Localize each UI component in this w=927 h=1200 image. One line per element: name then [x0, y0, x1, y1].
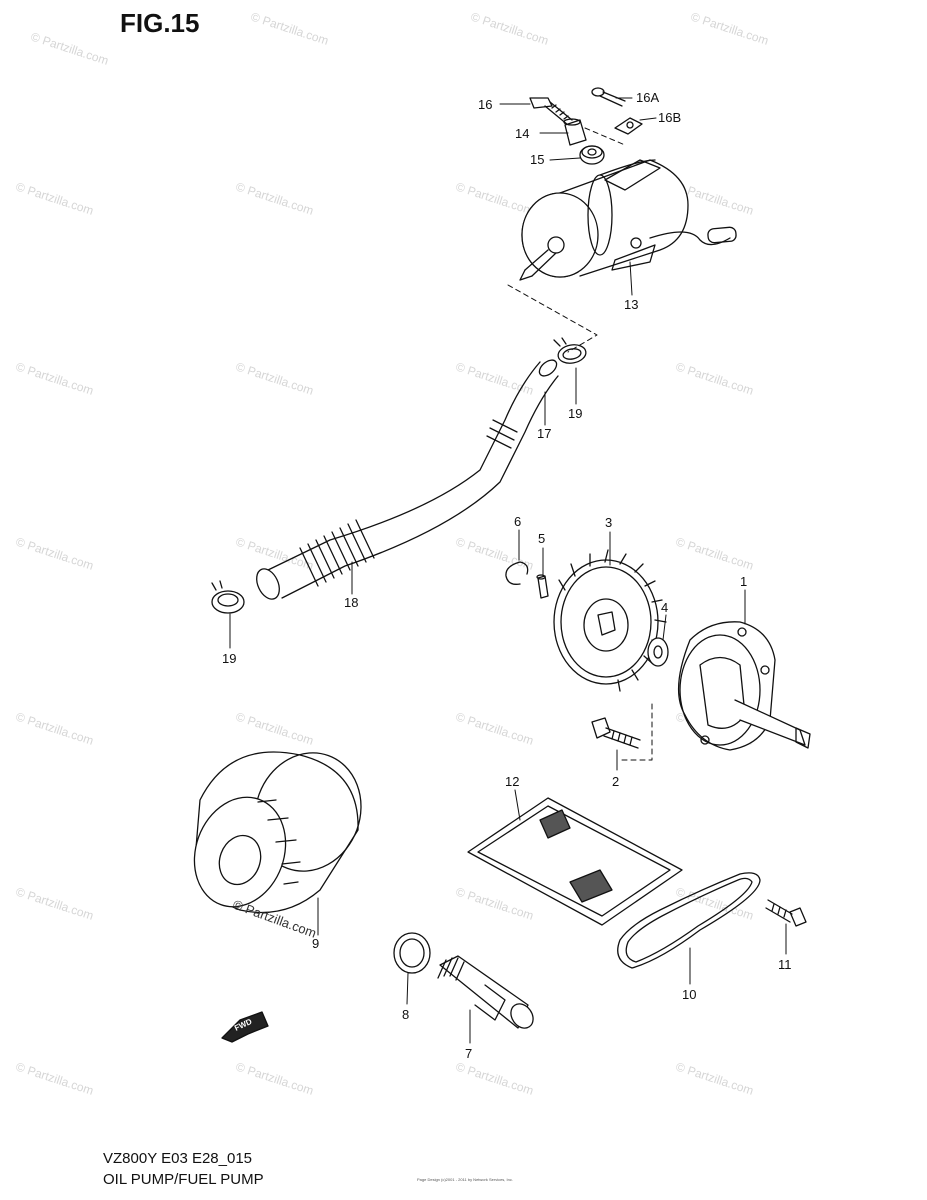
callout-15: 15 — [530, 152, 544, 167]
watermark: © Partzilla.com — [454, 710, 535, 748]
watermark: © Partzilla.com — [234, 1060, 315, 1098]
callout-7: 7 — [465, 1046, 472, 1061]
watermark: © Partzilla.com — [469, 10, 550, 48]
leader-lines — [229, 97, 787, 1044]
watermark: © Partzilla.com — [14, 710, 95, 748]
callout-4: 4 — [661, 600, 668, 615]
watermark: © Partzilla.com — [454, 360, 535, 398]
watermark: © Partzilla.com — [14, 180, 95, 218]
callout-13: 13 — [624, 297, 638, 312]
screw-16a-part — [591, 87, 626, 107]
callout-19-lower: 19 — [222, 651, 236, 666]
callout-5: 5 — [538, 531, 545, 546]
callout-14: 14 — [515, 126, 529, 141]
oil-pump-body-1-part — [677, 621, 811, 751]
oil-filter-9-part — [193, 751, 362, 914]
watermark: © Partzilla.com — [674, 535, 755, 573]
gasket-8-part — [393, 932, 431, 974]
oil-pressure-plug-7-part — [437, 955, 534, 1029]
watermark: © Partzilla.com — [234, 180, 315, 218]
callout-1: 1 — [740, 574, 747, 589]
callout-17: 17 — [537, 426, 551, 441]
watermark: © Partzilla.com — [234, 360, 315, 398]
watermark: © Partzilla.com — [29, 30, 110, 68]
watermark: © Partzilla.com — [454, 885, 535, 923]
oil-strainer-12-part — [467, 797, 683, 926]
pin-5-part — [536, 574, 549, 599]
collar-14-part — [563, 118, 587, 146]
callout-16: 16 — [478, 97, 492, 112]
bolt-2-part — [591, 717, 641, 749]
watermark: © Partzilla.com — [249, 10, 330, 48]
nut-16b-part — [614, 117, 643, 135]
bolt-16-part — [529, 97, 573, 126]
watermark: © Partzilla.com — [14, 360, 95, 398]
callout-6: 6 — [514, 514, 521, 529]
washer-4-part — [647, 637, 669, 667]
callout-11: 11 — [778, 957, 792, 972]
callout-labels: 1 2 3 4 5 6 7 8 9 10 11 12 13 14 15 16 1… — [222, 90, 792, 1061]
watermark: © Partzilla.com — [14, 1060, 95, 1098]
page-credit: Page Design (c)2001 - 2011 by Network Se… — [417, 1177, 513, 1182]
circlip-6-part — [505, 561, 529, 585]
watermark: © Partzilla.com — [674, 1060, 755, 1098]
fuel-pump-part — [519, 159, 737, 281]
model-code: VZ800Y E03 E28_015 — [103, 1150, 253, 1167]
watermark: © Partzilla.com — [14, 535, 95, 573]
callout-10: 10 — [682, 987, 696, 1002]
callout-8: 8 — [402, 1007, 409, 1022]
callout-19-upper: 19 — [568, 406, 582, 421]
grommet-15-part — [579, 145, 605, 165]
watermark: © Partzilla.com — [454, 1060, 535, 1098]
oil-pump-gear-3-part — [553, 549, 667, 692]
callout-16a: 16A — [636, 90, 659, 105]
watermark: © Partzilla.com — [689, 10, 770, 48]
gasket-10-part — [617, 872, 761, 969]
diagram-name: OIL PUMP/FUEL PUMP — [103, 1171, 264, 1188]
clamp-19-lower-part — [211, 580, 245, 614]
callout-2: 2 — [612, 774, 619, 789]
fuel-hose-17-18-part — [256, 359, 559, 600]
callout-9: 9 — [312, 936, 319, 951]
watermark: © Partzilla.com — [674, 360, 755, 398]
callout-3: 3 — [605, 515, 612, 530]
watermark: © Partzilla.com — [454, 180, 535, 218]
forward-direction-arrow — [221, 1011, 269, 1043]
watermark: © Partzilla.com — [14, 885, 95, 923]
bolt-11-part — [765, 899, 807, 927]
callout-18: 18 — [344, 595, 358, 610]
callout-16b: 16B — [658, 110, 681, 125]
watermark: © Partzilla.com — [454, 535, 535, 573]
figure-title: FIG.15 — [120, 8, 200, 38]
callout-12: 12 — [505, 774, 519, 789]
alignment-lines — [507, 127, 653, 761]
clamp-19-upper-part — [553, 337, 587, 364]
watermark: © Partzilla.com — [234, 710, 315, 748]
